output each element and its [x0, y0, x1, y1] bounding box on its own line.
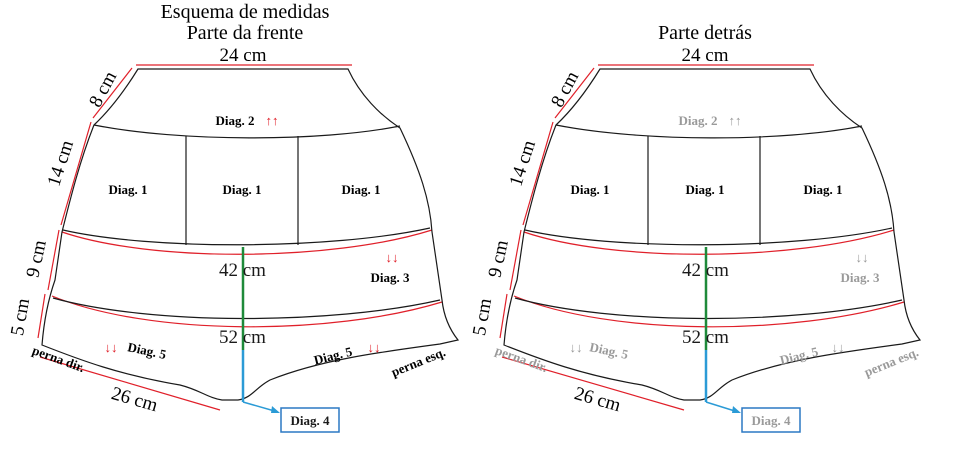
back-lower-side-line: [509, 229, 522, 291]
back-title: Parte detrás: [658, 22, 752, 44]
back-body-seam: [524, 227, 893, 246]
front-garment-shape: [41, 68, 460, 401]
back-width-42: 42 cm: [682, 260, 729, 281]
front-title-line1: Esquema de medidas: [161, 1, 330, 23]
back-measure-lines: [499, 64, 905, 411]
back-diag1-center: Diag. 1: [686, 182, 725, 197]
front-diag1-right: Diag. 1: [342, 182, 381, 197]
back-side-lower-measure: 9 cm: [484, 238, 512, 279]
front-body-side-line: [60, 121, 92, 226]
front-52-line: [51, 295, 443, 328]
back-diag2-label: Diag. 2: [679, 113, 718, 128]
back-garment-shape: [503, 68, 922, 401]
front-band-side-line: [92, 67, 133, 119]
front-band-seam: [93, 124, 401, 139]
front-bottom-side-line: [37, 293, 46, 339]
front-panel: Esquema de medidas Parte da frente 24 cm: [7, 1, 460, 433]
back-lower-seam: [514, 297, 903, 320]
back-diag5-right-label: Diag. 5: [778, 344, 820, 368]
back-leg-width-measure: 26 cm: [572, 383, 623, 416]
back-diag3-label: Diag. 3: [841, 270, 881, 285]
back-diag4-label: Diag. 4: [752, 413, 792, 428]
back-side-body-measure: 14 cm: [506, 138, 541, 189]
back-diag1-right: Diag. 1: [804, 182, 843, 197]
front-side-lower-measure: 9 cm: [22, 238, 50, 279]
front-diag4-box: [280, 407, 340, 433]
back-bottom-side-line: [499, 293, 508, 339]
front-diag5-left-arrows: ↓↓: [105, 340, 118, 355]
front-width-52: 52 cm: [219, 327, 266, 348]
front-42-line: [61, 229, 433, 255]
back-diag5-left-arrows: ↓↓: [570, 340, 583, 355]
back-diag1-left: Diag. 1: [571, 182, 610, 197]
back-diag5-left-label: Diag. 5: [588, 339, 630, 362]
back-outline: [503, 68, 922, 401]
front-diag4-label: Diag. 4: [291, 413, 331, 428]
back-waist-measure: 24 cm: [682, 45, 729, 66]
front-leg-line: [39, 356, 221, 411]
front-diag1-left: Diag. 1: [109, 182, 148, 197]
front-side-bottom-measure: 5 cm: [7, 297, 34, 338]
back-side-bottom-measure: 5 cm: [469, 297, 496, 338]
front-outline: [41, 68, 460, 401]
front-side-body-measure: 14 cm: [44, 138, 79, 189]
front-diag1-center: Diag. 1: [223, 182, 262, 197]
back-diag5-right-arrows: ↓↓: [832, 340, 845, 355]
back-width-52: 52 cm: [682, 327, 729, 348]
back-band-side-line: [554, 67, 595, 119]
front-lower-seam: [52, 297, 441, 320]
front-diag3-arrows: ↓↓: [386, 250, 399, 265]
front-width-42: 42 cm: [219, 260, 266, 281]
back-42-line: [523, 229, 895, 255]
back-body-side-line: [522, 121, 554, 226]
front-diag4-arrowhead: [271, 406, 280, 413]
back-leg-line: [501, 356, 685, 411]
back-52-line: [513, 295, 905, 328]
back-leg-left-label: perna esq.: [862, 344, 921, 379]
back-band-seam: [555, 124, 863, 139]
back-panel: Parte detrás 24 cm Diag. 4 8 cm 14 cm: [469, 22, 922, 433]
front-lower-side-line: [47, 229, 60, 291]
front-waist-measure: 24 cm: [220, 45, 267, 66]
back-leg-right-label: perna dir.: [493, 342, 549, 375]
front-leg-right-label: perna dir.: [30, 342, 86, 375]
front-diag2-label: Diag. 2: [216, 113, 255, 128]
back-diag2-arrows: ↑↑: [729, 113, 742, 128]
back-diag4-box: [741, 407, 801, 433]
back-diag4-arrowhead: [732, 406, 741, 413]
front-title-line2: Parte da frente: [187, 22, 304, 44]
front-diag2-arrows: ↑↑: [266, 113, 279, 128]
front-diag5-right-arrows: ↓↓: [368, 340, 381, 355]
front-diag5-right-label: Diag. 5: [312, 344, 354, 368]
front-body-seam: [62, 227, 431, 246]
front-leg-width-measure: 26 cm: [109, 383, 160, 416]
front-diag3-label: Diag. 3: [371, 270, 411, 285]
front-diag5-left-label: Diag. 5: [126, 339, 168, 362]
back-diag3-arrows: ↓↓: [856, 250, 869, 265]
